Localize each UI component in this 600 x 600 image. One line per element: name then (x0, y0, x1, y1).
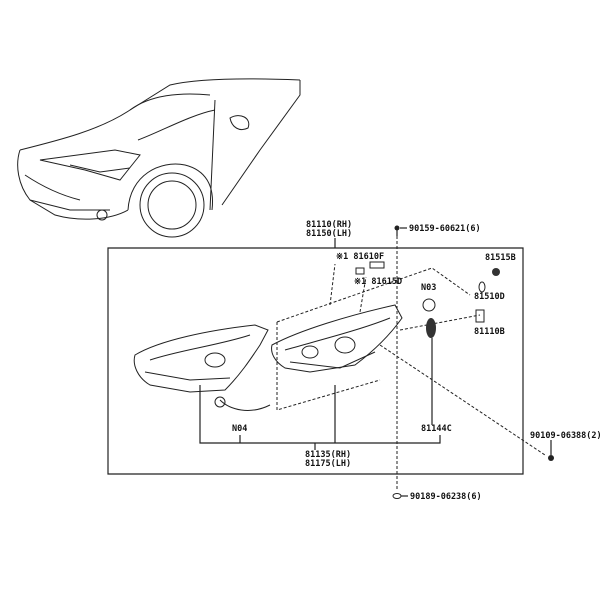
car-front-illustration (17, 78, 301, 238)
part-label-bolt-top[interactable]: 90159-60621(6) (409, 224, 481, 234)
assembly-label-rh: 81110(RH) (306, 220, 352, 230)
bulb-81110b-icon (475, 309, 485, 323)
bolt-bottom-icon (392, 493, 408, 499)
bulb-socket-81615d-icon (369, 261, 385, 269)
n03-connector-icon (422, 298, 436, 312)
part-label-81610f[interactable]: ※1 81610F (336, 252, 384, 262)
cap-81515b-icon (492, 268, 500, 276)
part-label-n03[interactable]: N03 (421, 283, 436, 293)
part-label-screw-right[interactable]: 90109-06388(2) (530, 431, 600, 441)
socket-81510d-icon (478, 281, 486, 293)
assembly-frame (107, 247, 524, 475)
part-label-81144c[interactable]: 81144C (421, 424, 452, 434)
lens-label-rh: 81135(RH) (305, 450, 351, 460)
part-label-81510d[interactable]: 81510D (474, 292, 505, 302)
bulb-socket-81610f-icon (355, 267, 365, 275)
lens-label-lh: 81175(LH) (305, 459, 351, 469)
assembly-label-lh: 81150(LH) (306, 229, 352, 239)
headlamp-rh-illustration (271, 304, 403, 373)
bolt-icon (394, 225, 407, 236)
headlamp-lh-illustration (133, 324, 271, 411)
part-label-bolt-bottom[interactable]: 90189-06238(6) (410, 492, 482, 502)
part-label-n04[interactable]: N04 (232, 424, 247, 434)
part-label-81515b[interactable]: 81515B (485, 253, 516, 263)
screw-icon (548, 455, 554, 461)
part-label-81110b[interactable]: 81110B (474, 327, 505, 337)
cover-81144c-icon (426, 318, 436, 338)
part-label-81615d[interactable]: ※1 81615D (354, 277, 402, 287)
